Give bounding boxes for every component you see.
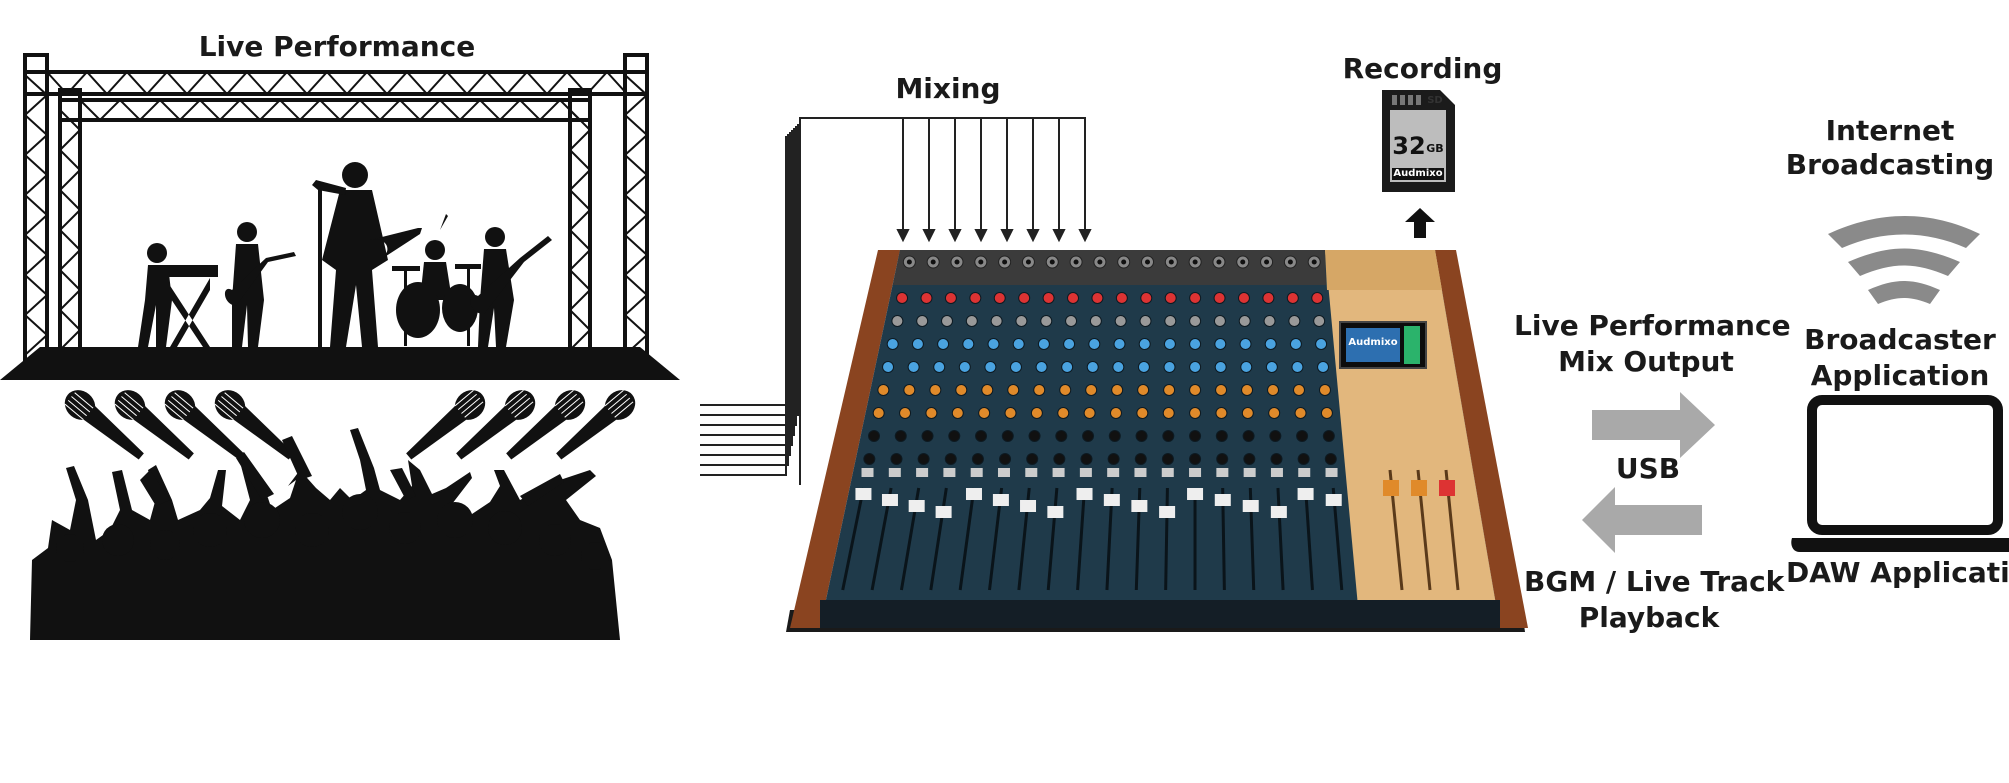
mixing-input-arrows xyxy=(898,118,1090,240)
bgm-playback-line-1: BGM / Live Track xyxy=(1524,564,1774,600)
sd-capacity: 32 xyxy=(1392,132,1426,160)
broadcaster-line-2: Application xyxy=(1790,358,2009,394)
usb-label: USB xyxy=(1588,452,1708,485)
crowd-silhouette xyxy=(30,428,620,640)
live-mix-output-line-1: Live Performance xyxy=(1514,308,1778,344)
broadcaster-application-label: Broadcaster Application xyxy=(1790,322,2009,394)
playback-arrow xyxy=(1582,487,1702,553)
internet-broadcasting-line-1: Internet xyxy=(1780,114,2000,148)
recording-label: Recording xyxy=(1330,52,1515,85)
live-mix-output-line-2: Mix Output xyxy=(1514,344,1778,380)
wifi-broadcast-icon xyxy=(1828,216,1980,304)
broadcaster-line-1: Broadcaster xyxy=(1790,322,2009,358)
recording-up-arrow xyxy=(1405,208,1435,238)
sd-logo-text: SD xyxy=(1420,95,1450,106)
internet-broadcasting-line-2: Broadcasting xyxy=(1780,148,2000,182)
mixing-label: Mixing xyxy=(868,72,1028,105)
sd-brand: Audmixo xyxy=(1392,168,1444,179)
bgm-playback-label: BGM / Live Track Playback xyxy=(1524,564,1774,636)
mixer-screen-brand: Audmixo xyxy=(1346,337,1400,348)
mix-output-arrow xyxy=(1592,392,1715,458)
sd-capacity-unit: GB xyxy=(1424,142,1446,155)
laptop-icon xyxy=(1791,400,2009,552)
microphone-icon xyxy=(209,384,301,467)
band-silhouette xyxy=(138,162,552,347)
stage-floor xyxy=(0,347,680,380)
daw-application-label: DAW Applicatio xyxy=(1786,556,2009,589)
microphone-icon xyxy=(400,384,492,467)
bgm-playback-line-2: Playback xyxy=(1524,600,1774,636)
live-performance-label: Live Performance xyxy=(192,30,482,63)
live-mix-output-label: Live Performance Mix Output xyxy=(1514,308,1778,380)
internet-broadcasting-label: Internet Broadcasting xyxy=(1780,114,2000,182)
microphone-group xyxy=(59,384,642,467)
mixer-console xyxy=(786,250,1528,632)
